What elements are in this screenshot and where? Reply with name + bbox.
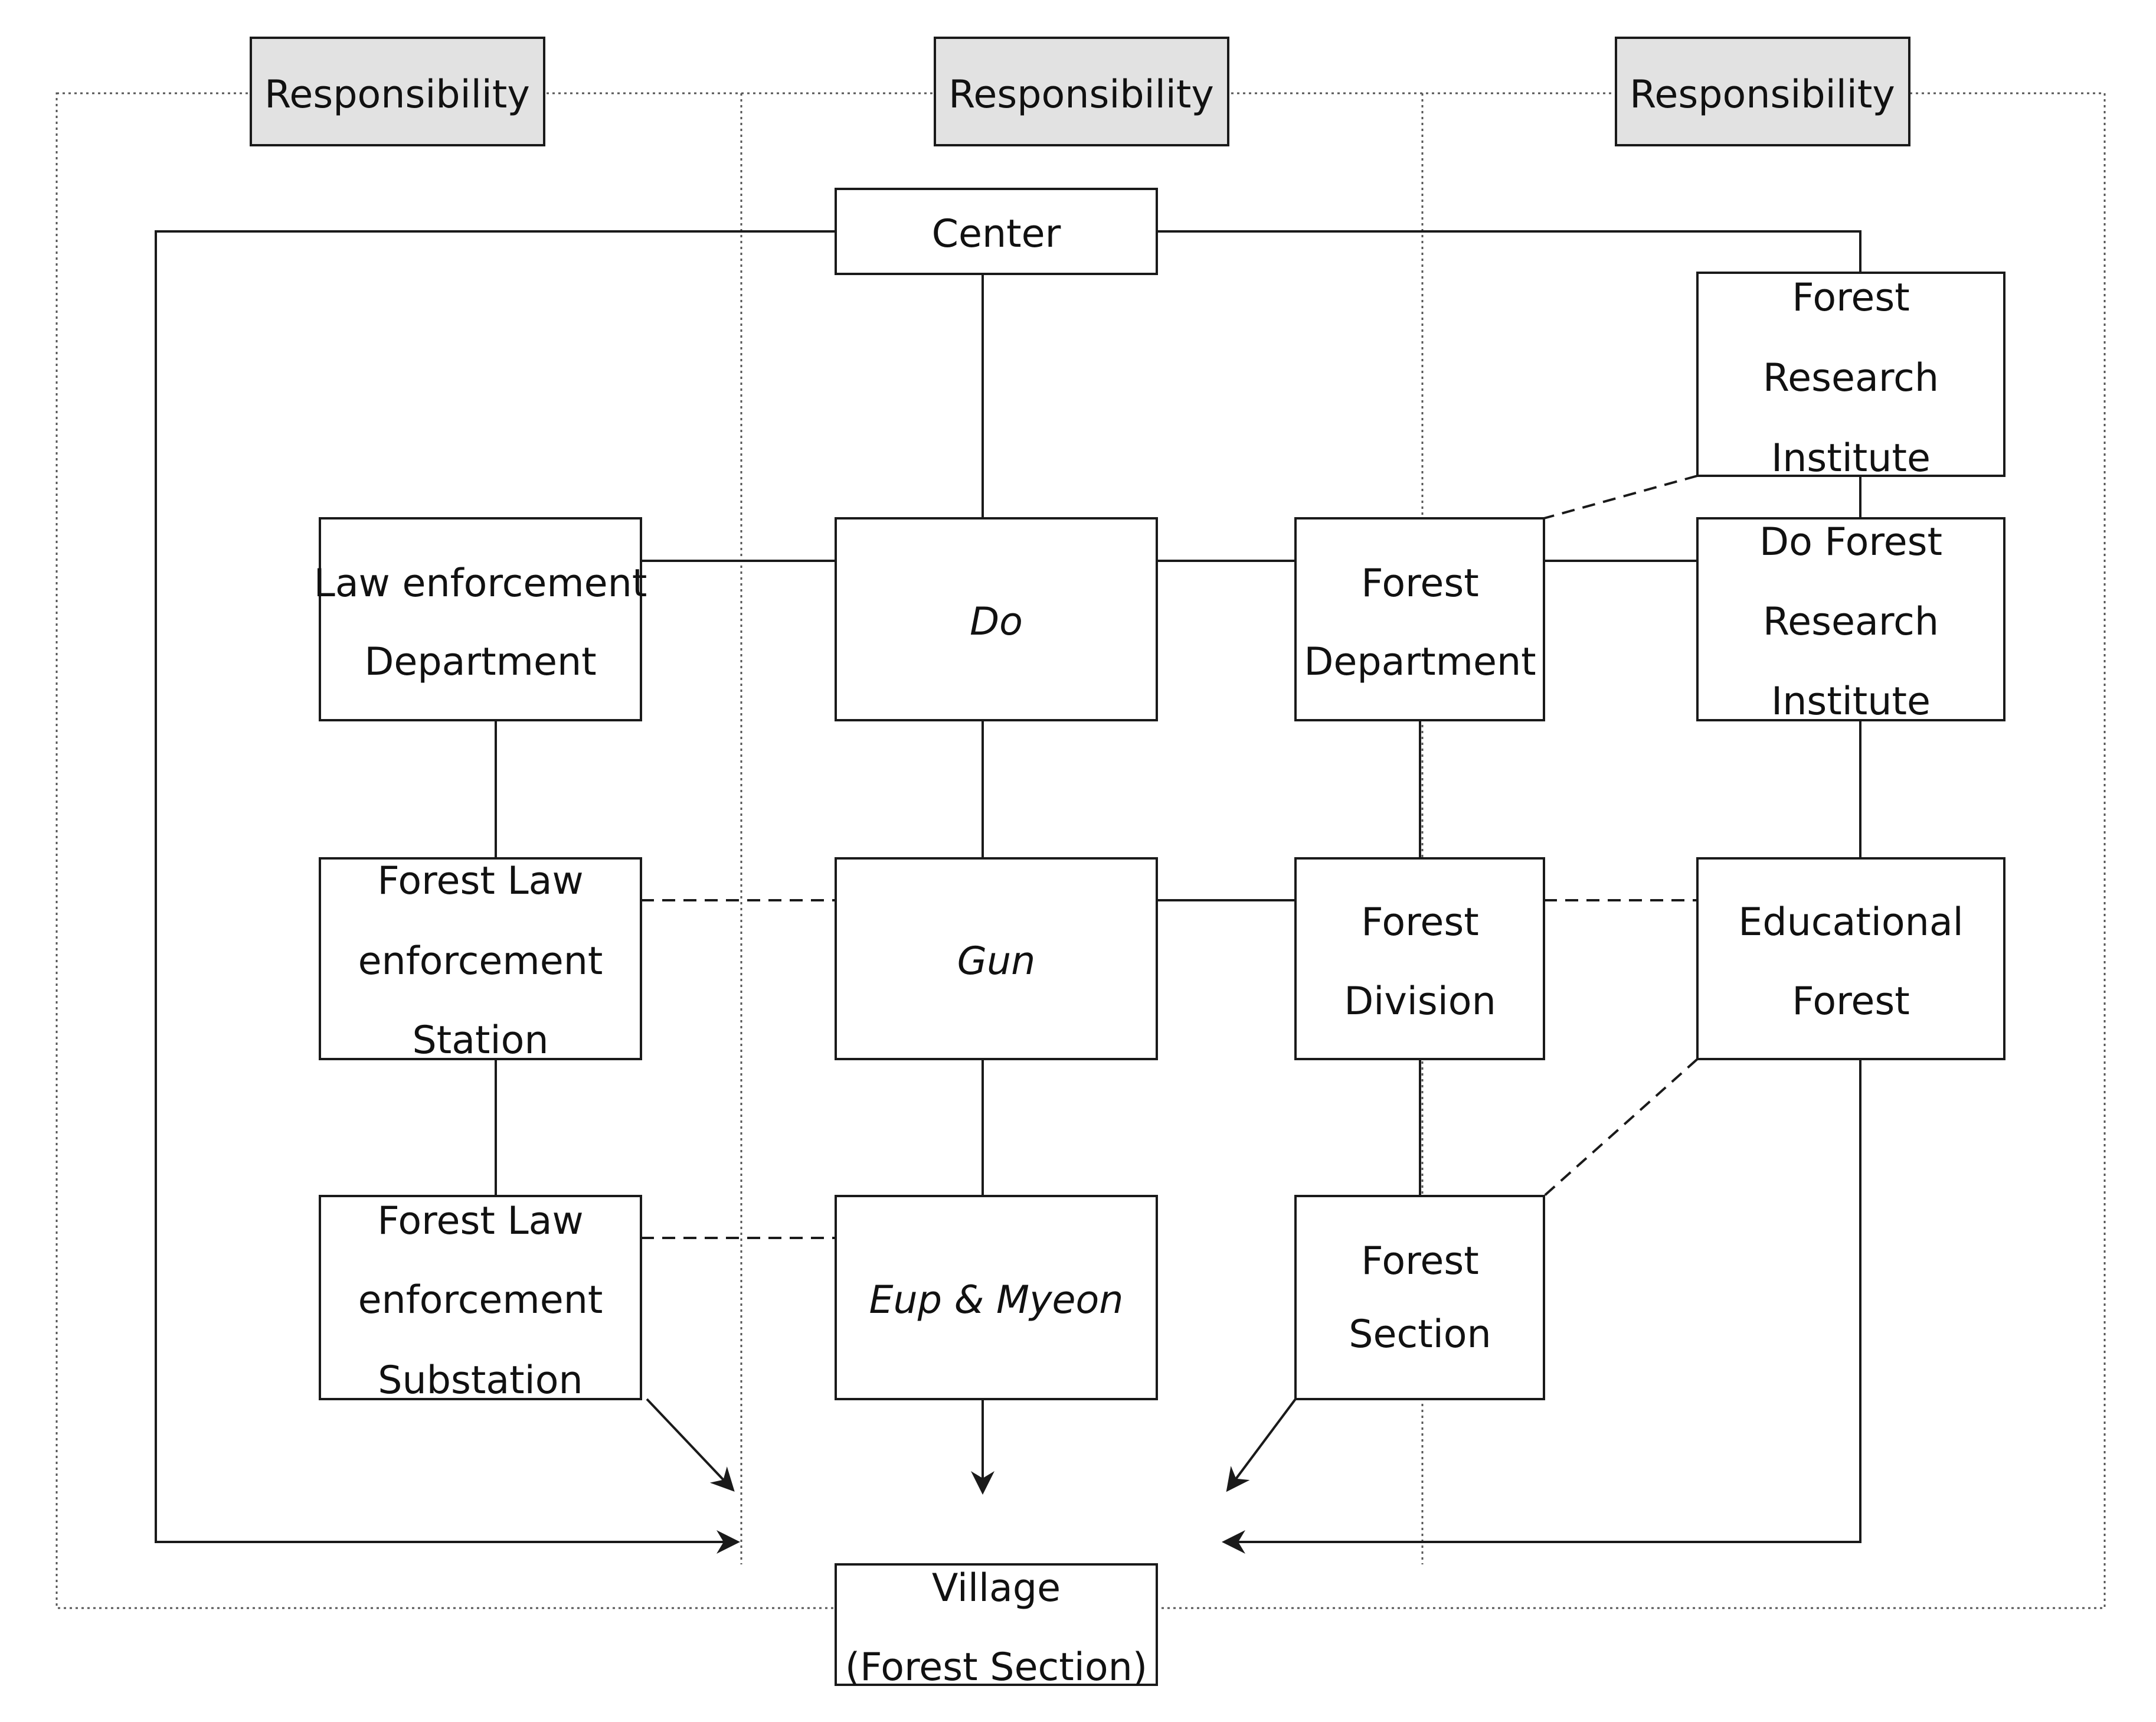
node-forest-law-enforcement-substation: Forest Law enforcement Substation (319, 1195, 642, 1403)
node-forest-section: Forest Section (1294, 1195, 1545, 1400)
responsibility-header-left: Responsibility (250, 37, 545, 146)
node-label-line: Do (970, 600, 1023, 644)
node-label-line: Substation (378, 1358, 583, 1403)
node-label-line: Forest (1792, 979, 1909, 1024)
node-label-line: Educational (1738, 900, 1964, 945)
node-label-line: Village (932, 1566, 1061, 1610)
node-box (1696, 857, 2005, 1060)
node-label-line: enforcement (358, 939, 603, 983)
node-label-line: Forest (1361, 1239, 1478, 1283)
node-box (319, 517, 642, 721)
node-label-line: Eup & Myeon (869, 1278, 1123, 1322)
node-label-line: Department (1304, 640, 1536, 684)
edge-center-forest-research-institute (1157, 230, 1861, 273)
node-box (835, 1563, 1158, 1686)
responsibility-header-box (1615, 37, 1910, 146)
responsibility-header-center: Responsibility (934, 37, 1229, 146)
responsibility-header-label: Responsibility (1630, 73, 1895, 117)
node-label-line: Forest (1361, 561, 1478, 606)
node-do: Do (835, 517, 1158, 721)
node-box (835, 857, 1158, 1060)
node-label-line: enforcement (358, 1278, 603, 1322)
node-box (1696, 517, 2005, 721)
node-label-line: Station (412, 1018, 548, 1063)
node-do-forest-research-institute: Do Forest Research Institute (1696, 517, 2005, 724)
node-forest-division: Forest Division (1294, 857, 1545, 1060)
node-label-line: Division (1344, 979, 1496, 1024)
node-box (319, 857, 642, 1060)
node-label-line: Forest Law (377, 1199, 583, 1243)
node-box (1696, 272, 2005, 477)
node-label-line: Forest (1361, 900, 1478, 945)
node-box (835, 517, 1158, 721)
edge-fri-forest-department (1543, 475, 1698, 519)
node-forest-law-enforcement-station: Forest Law enforcement Station (319, 857, 642, 1063)
node-forest-department: Forest Department (1294, 517, 1545, 721)
node-label-line: Do Forest (1759, 520, 1942, 564)
node-box (835, 188, 1158, 275)
responsibility-header-label: Responsibility (264, 73, 530, 117)
node-label-line: Research (1763, 356, 1939, 400)
node-village: Village (Forest Section) (835, 1563, 1158, 1690)
node-box (319, 1195, 642, 1400)
node-box (1294, 857, 1545, 1060)
node-forest-research-institute: Forest Research Institute (1696, 272, 2005, 481)
responsibility-header-box (250, 37, 545, 146)
node-eup-myeon: Eup & Myeon (835, 1195, 1158, 1400)
node-center: Center (835, 188, 1158, 275)
node-label-line: Department (364, 640, 596, 684)
node-label-line: (Forest Section) (845, 1645, 1147, 1690)
node-label-line: Section (1349, 1312, 1491, 1357)
node-educational-forest: Educational Forest (1696, 857, 2005, 1060)
node-label-line: Law enforcement (314, 561, 647, 606)
responsibility-header-box (934, 37, 1229, 146)
connectors (155, 230, 1861, 1554)
edge-educational-forest-village-right-loop (1222, 1059, 1861, 1554)
node-box (1294, 517, 1545, 721)
node-box (1294, 1195, 1545, 1400)
node-box (835, 1195, 1158, 1400)
edge-substation-village (646, 1398, 735, 1492)
node-label-line: Institute (1771, 679, 1931, 724)
node-label-line: Center (932, 212, 1061, 256)
node-label-line: Research (1763, 600, 1939, 644)
node-label-line: Forest (1792, 276, 1909, 320)
node-gun: Gun (835, 857, 1158, 1060)
node-law-enforcement-department: Law enforcement Department (314, 517, 647, 721)
edge-forest-section-village (1226, 1398, 1297, 1492)
responsibility-header-label: Responsibility (948, 73, 1214, 117)
node-label-line: Institute (1771, 436, 1931, 481)
edge-educational-forest-forest-section (1543, 1058, 1699, 1197)
node-label-line: Forest Law (377, 859, 583, 903)
edge-center-village-left-loop (155, 230, 836, 1554)
node-label-line: Gun (957, 939, 1036, 983)
responsibility-header-right: Responsibility (1615, 37, 1910, 146)
